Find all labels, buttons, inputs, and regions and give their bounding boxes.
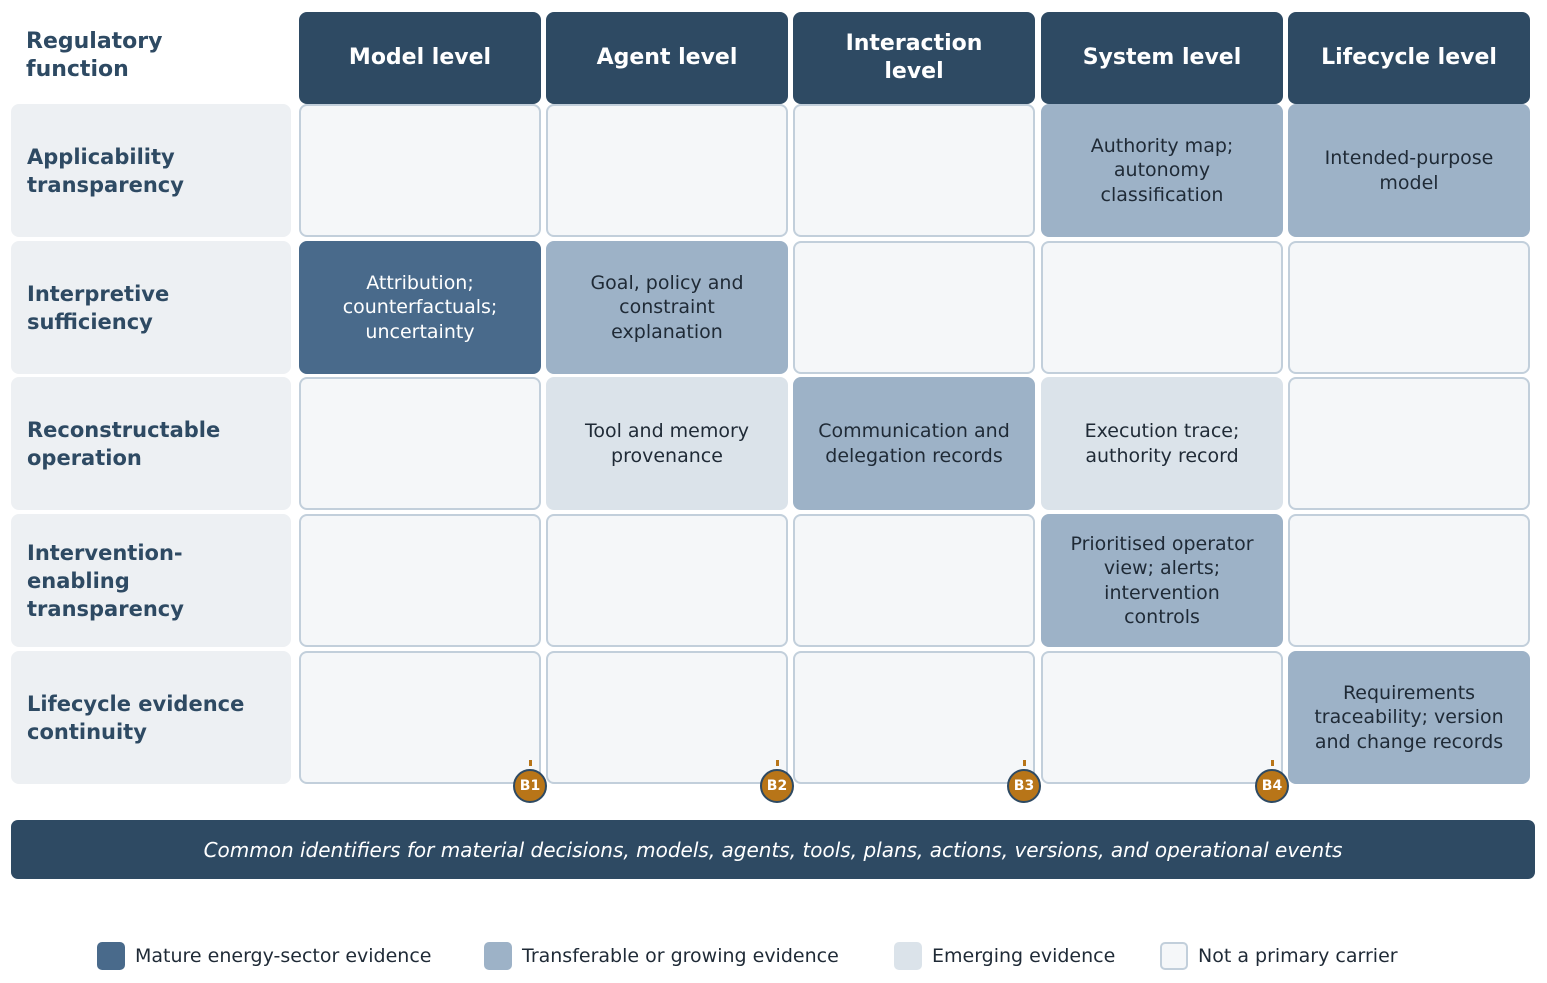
cell-text: Execution trace;authority record <box>1084 420 1240 467</box>
matrix-cell: Attribution;counterfactuals;uncertainty <box>299 241 541 374</box>
matrix-cell <box>299 104 541 237</box>
matrix-cell <box>1041 651 1283 784</box>
matrix-cell <box>793 651 1035 784</box>
marker-badge: B3 <box>1007 769 1041 803</box>
boundary-marker: B1 <box>513 760 549 806</box>
matrix-cell <box>1288 514 1530 647</box>
legend-swatch <box>97 942 125 970</box>
matrix-cell <box>1041 241 1283 374</box>
cell-text: Attribution;counterfactuals;uncertainty <box>342 271 498 343</box>
matrix-cell <box>546 104 788 237</box>
boundary-marker: B4 <box>1255 760 1291 806</box>
legend-swatch <box>894 942 922 970</box>
legend-label: Mature energy-sector evidence <box>135 945 432 967</box>
legend-item: Not a primary carrier <box>1160 941 1398 971</box>
matrix-cell <box>1288 241 1530 374</box>
matrix-cell <box>299 377 541 510</box>
marker-tick <box>529 760 532 766</box>
boundary-marker: B3 <box>1007 760 1043 806</box>
marker-badge: B1 <box>513 769 547 803</box>
column-header-label: Lifecycle level <box>1321 45 1497 70</box>
matrix-cell: Execution trace;authority record <box>1041 377 1283 510</box>
matrix-cell <box>546 651 788 784</box>
column-header: Model level <box>299 12 541 104</box>
matrix-cell <box>546 514 788 647</box>
marker-tick <box>776 760 779 766</box>
boundary-marker: B2 <box>760 760 796 806</box>
matrix-cell <box>299 651 541 784</box>
legend: Mature energy-sector evidence Transferabl… <box>0 941 1547 971</box>
legend-item: Emerging evidence <box>894 941 1115 971</box>
legend-swatch <box>484 942 512 970</box>
matrix-cell <box>793 104 1035 237</box>
matrix-cell <box>299 514 541 647</box>
column-header: Lifecycle level <box>1288 12 1530 104</box>
column-header-label: System level <box>1082 45 1242 70</box>
common-identifiers-bar: Common identifiers for material decision… <box>11 820 1535 879</box>
column-header: System level <box>1041 12 1283 104</box>
marker-badge: B4 <box>1255 769 1289 803</box>
column-header-label: Agent level <box>596 45 738 70</box>
legend-swatch <box>1160 942 1188 970</box>
marker-tick <box>1271 760 1274 766</box>
legend-label: Emerging evidence <box>932 945 1116 967</box>
legend-label: Transferable or growing evidence <box>522 945 839 967</box>
matrix-cell <box>1288 377 1530 510</box>
column-header: Agent level <box>546 12 788 104</box>
legend-item: Mature energy-sector evidence <box>97 941 431 971</box>
matrix-cell <box>793 241 1035 374</box>
legend-label: Not a primary carrier <box>1198 945 1398 967</box>
marker-tick <box>1023 760 1026 766</box>
footer-text: Common identifiers for material decision… <box>203 837 1343 862</box>
column-header-label: Model level <box>348 45 492 70</box>
legend-item: Transferable or growing evidence <box>484 941 839 971</box>
marker-badge: B2 <box>760 769 794 803</box>
matrix-cell <box>793 514 1035 647</box>
